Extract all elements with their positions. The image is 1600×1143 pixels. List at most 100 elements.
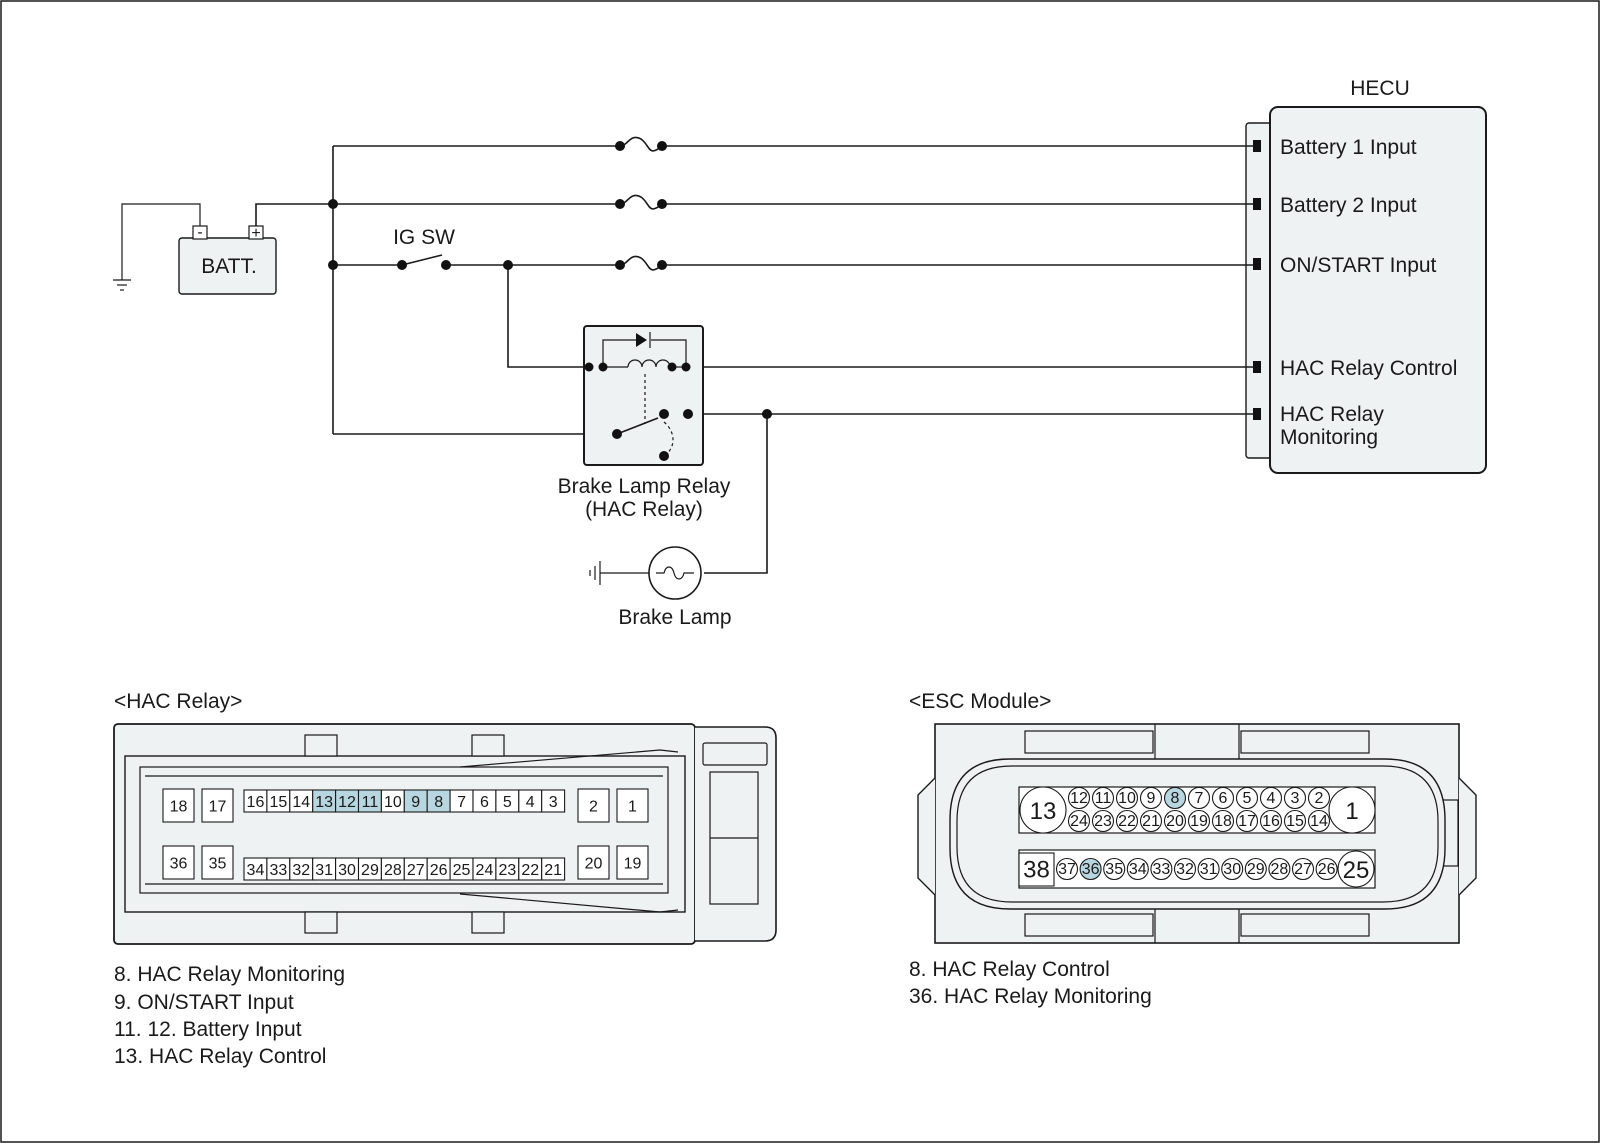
svg-text:36: 36 (170, 856, 188, 873)
svg-text:24: 24 (476, 862, 494, 879)
svg-text:30: 30 (1223, 861, 1241, 878)
hac-legend-3: 11. 12. Battery Input (114, 1018, 302, 1041)
esc-pin-36: 36 (1079, 857, 1102, 881)
esc-pin-30: 30 (1221, 857, 1244, 881)
hac-pin-34: 34 (243, 857, 268, 881)
svg-text:23: 23 (1094, 813, 1112, 830)
ig-switch: IG SW (393, 226, 455, 266)
svg-text:5: 5 (1243, 790, 1252, 807)
esc-pin-1: 1 (1328, 786, 1376, 834)
esc-pin-23: 23 (1091, 809, 1115, 833)
svg-text:34: 34 (247, 862, 265, 879)
hac-pin-8: 8 (426, 789, 451, 813)
hac-pin-3: 3 (541, 789, 566, 813)
esc-pin-35: 35 (1103, 857, 1126, 881)
esc-legend-1: 8. HAC Relay Control (909, 958, 1110, 981)
svg-text:38: 38 (1023, 857, 1050, 884)
hac-pin-28: 28 (380, 857, 405, 881)
hac-pin-15: 15 (266, 789, 291, 813)
svg-text:7: 7 (1195, 790, 1204, 807)
esc-pin-2: 2 (1307, 786, 1331, 810)
svg-text:28: 28 (384, 862, 402, 879)
hecu-battery1-input: Battery 1 Input (1280, 136, 1417, 159)
svg-text:26: 26 (430, 862, 448, 879)
hac-pin-9: 9 (403, 789, 428, 813)
hac-pin-19: 19 (616, 845, 649, 880)
svg-text:13: 13 (315, 794, 333, 811)
hac-pin-5: 5 (495, 789, 520, 813)
svg-text:1: 1 (628, 799, 637, 816)
svg-text:30: 30 (338, 862, 356, 879)
esc-pin-37: 37 (1055, 857, 1079, 881)
hac-pin-25: 25 (449, 857, 474, 881)
hac-legend-2: 9. ON/START Input (114, 991, 294, 1014)
hac-pin-31: 31 (312, 857, 337, 881)
svg-text:25: 25 (453, 862, 471, 879)
main-wiring (255, 145, 1253, 574)
brake-lamp-label: Brake Lamp (618, 606, 731, 629)
hac-pin-16: 16 (243, 789, 268, 813)
esc-pin-3: 3 (1283, 786, 1307, 810)
hac-pin-4: 4 (518, 789, 543, 813)
svg-text:32: 32 (1176, 861, 1194, 878)
ig-sw-label: IG SW (393, 226, 455, 249)
svg-text:8: 8 (434, 794, 443, 811)
hac-pin-7: 7 (449, 789, 474, 813)
esc-pin-10: 10 (1115, 786, 1139, 810)
svg-text:16: 16 (247, 794, 265, 811)
svg-text:2: 2 (589, 799, 598, 816)
relay-label-2: (HAC Relay) (585, 498, 703, 521)
svg-text:11: 11 (1095, 790, 1112, 807)
esc-legend: 8. HAC Relay Control 36. HAC Relay Monit… (909, 958, 1152, 1008)
esc-pin-4: 4 (1259, 786, 1283, 810)
svg-text:22: 22 (521, 862, 539, 879)
junction-dots (328, 141, 772, 419)
esc-pin-29: 29 (1244, 857, 1267, 881)
svg-text:27: 27 (407, 862, 425, 879)
brake-lamp: Brake Lamp (589, 546, 732, 629)
hac-pin-32: 32 (289, 857, 314, 881)
hac-pin-2: 2 (577, 788, 610, 823)
hac-pin-36: 36 (162, 845, 195, 880)
svg-text:19: 19 (1190, 813, 1208, 830)
svg-text:9: 9 (411, 794, 420, 811)
svg-text:3: 3 (1291, 790, 1300, 807)
hac-connector-title: <HAC Relay> (114, 690, 242, 713)
esc-pin-32: 32 (1173, 857, 1197, 881)
svg-text:3: 3 (549, 794, 558, 811)
hecu-hac-relay-monitoring-1: HAC Relay (1280, 403, 1384, 426)
svg-text:35: 35 (1105, 861, 1123, 878)
battery: - + BATT. (178, 224, 277, 295)
hac-pin-33: 33 (266, 857, 291, 881)
svg-text:26: 26 (1318, 861, 1336, 878)
esc-pin-34: 34 (1126, 857, 1149, 881)
fuse-battery2 (619, 194, 663, 210)
hac-pin-14: 14 (289, 789, 314, 813)
fuse-on-start (619, 255, 663, 271)
svg-text:12: 12 (1070, 790, 1088, 807)
hac-legend: 8. HAC Relay Monitoring 9. ON/START Inpu… (114, 963, 345, 1068)
svg-text:8: 8 (1171, 790, 1180, 807)
svg-text:11: 11 (362, 794, 379, 811)
esc-pin-17: 17 (1235, 809, 1259, 833)
svg-text:31: 31 (1200, 861, 1218, 878)
esc-pin-27: 27 (1291, 857, 1315, 881)
svg-text:21: 21 (544, 862, 562, 879)
esc-pin-22: 22 (1115, 809, 1139, 833)
svg-text:33: 33 (1153, 861, 1171, 878)
svg-text:36: 36 (1082, 861, 1100, 878)
hac-pin-35: 35 (201, 845, 234, 880)
svg-text:4: 4 (1267, 790, 1276, 807)
hac-pin-11: 11 (357, 789, 382, 813)
svg-text:4: 4 (526, 794, 535, 811)
esc-pin-18: 18 (1211, 809, 1235, 833)
svg-text:37: 37 (1058, 861, 1076, 878)
hac-pin-21: 21 (541, 857, 566, 881)
svg-text:29: 29 (361, 862, 379, 879)
hac-pin-17: 17 (201, 788, 234, 823)
svg-text:19: 19 (624, 856, 642, 873)
esc-pin-16: 16 (1259, 809, 1283, 833)
svg-text:18: 18 (170, 799, 188, 816)
